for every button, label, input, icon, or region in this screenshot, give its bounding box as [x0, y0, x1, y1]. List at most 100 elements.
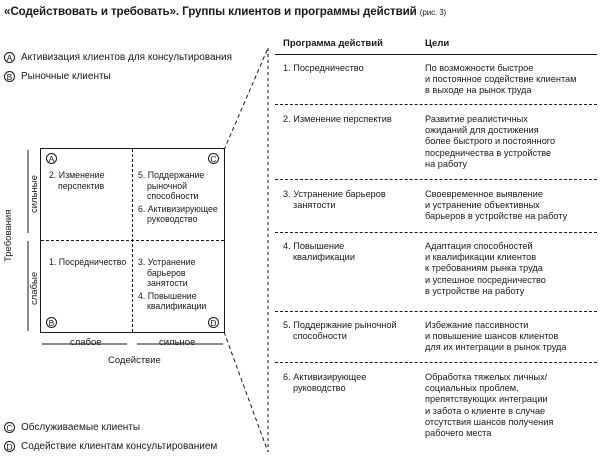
- x-axis-high: сильное: [159, 337, 196, 348]
- table-header-rule: [275, 54, 597, 55]
- legend-text-d: Содействие клиентам консультированием: [21, 441, 218, 452]
- row-divider: [275, 104, 597, 105]
- quadrant-c-line: 5. Поддержание: [138, 170, 205, 180]
- row-6-program-line: руководство: [293, 383, 346, 394]
- legend-item-d: D Содействие клиентам консультированием: [4, 441, 217, 452]
- x-axis-label: Содействие: [108, 355, 161, 366]
- row-3-program-line: 3. Устранение барьеров: [283, 189, 386, 199]
- row-divider: [275, 232, 597, 233]
- figure-title: «Содействовать и требовать». Группы клие…: [4, 5, 446, 18]
- row-5-program: 5. Поддержание рыночной способности: [283, 320, 397, 342]
- row-1-goals-line: и постоянное содействие клиентам: [425, 74, 577, 85]
- quadrant-d-line: 4. Повышение: [138, 290, 197, 301]
- row-divider: [275, 362, 597, 363]
- connector-bottom: [223, 331, 269, 453]
- row-divider: [275, 179, 597, 180]
- y-axis-label: Требования: [3, 209, 14, 262]
- row-5-program-line: способности: [293, 331, 347, 342]
- y-axis-low: слабые: [29, 271, 40, 305]
- row-6-goals-line: социальных проблем,: [425, 383, 519, 394]
- row-2-program: 2. Изменение перспектив: [283, 114, 392, 125]
- table-header-goals: Цели: [425, 38, 450, 49]
- x-axis-low: слабое: [70, 337, 102, 348]
- row-3-goals-line: и устранение объективных: [425, 200, 540, 211]
- row-3-program-line: занятости: [293, 200, 336, 211]
- row-4-goals-line: и успешное посредничество: [425, 274, 546, 285]
- quadrant-c-line: способности: [147, 191, 199, 202]
- legend-item-c: C Обслуживаемые клиенты: [4, 422, 140, 433]
- row-1-goals: По возможности быстрое и постоянное соде…: [425, 63, 577, 97]
- row-3-goals-line: Своевременное выявление: [425, 189, 543, 199]
- row-3-goals: Своевременное выявление и устранение объ…: [425, 189, 567, 223]
- quadrant-a-line: перспектив: [58, 180, 105, 191]
- quadrant-c-text: 5. Поддержание рыночной способности 6. А…: [138, 170, 218, 225]
- row-2-goals-line: на работу: [425, 158, 468, 169]
- table-header-program: Программа действий: [283, 38, 383, 49]
- row-1-goals-line: в выходе на рынок труда: [425, 85, 532, 96]
- matrix-box: A 2. Изменение перспектив C 5. Поддержан…: [40, 148, 225, 333]
- quadrant-d-line: занятости: [147, 278, 188, 289]
- row-3-program: 3. Устранение барьеров занятости: [283, 189, 386, 211]
- legend-text-b: Рыночные клиенты: [21, 71, 111, 82]
- matrix-divider-horizontal: [41, 240, 224, 241]
- row-5-goals-line: для их интеграции в рынок труда: [425, 342, 567, 353]
- quadrant-d-line: барьеров: [147, 267, 186, 278]
- quadrant-b-line: 1. Посредничество: [49, 257, 127, 267]
- row-divider: [275, 311, 597, 312]
- row-2-goals: Развитие реалистичных ожиданий для дости…: [425, 114, 555, 170]
- row-5-goals: Избежание пассивности и повышение шансов…: [425, 320, 566, 354]
- legend-letter-b: B: [4, 71, 15, 82]
- row-2-goals-line: ожиданий для достижения: [425, 125, 539, 136]
- row-1-program-line: 1. Посредничество: [283, 63, 364, 73]
- row-4-program: 4. Повышение квалификации: [283, 241, 355, 263]
- quadrant-a-letter: A: [46, 153, 57, 164]
- quadrant-d-letter: D: [208, 317, 219, 328]
- quadrant-b-letter: B: [46, 317, 57, 328]
- quadrant-c-letter: C: [208, 153, 219, 164]
- row-6-goals-line: отсутствия шансов получения: [425, 416, 554, 427]
- row-3-goals-line: барьеров в устройстве на работу: [425, 211, 568, 222]
- legend-letter-c: C: [4, 422, 15, 433]
- figure-title-ref: (рис. 3): [419, 8, 447, 17]
- quadrant-d-line: квалификации: [147, 301, 207, 312]
- row-4-goals: Адаптация способностей и квалификации кл…: [425, 241, 546, 297]
- row-4-goals-line: и квалификации клиентов: [425, 252, 537, 263]
- row-5-goals-line: Избежание пассивности: [425, 320, 529, 330]
- legend-item-b: B Рыночные клиенты: [4, 71, 111, 82]
- quadrant-c-line: руководство: [147, 214, 198, 225]
- row-6-program-line: 6. Активизирующее: [283, 372, 367, 382]
- row-4-goals-line: к требованиям рынка труда: [425, 263, 543, 274]
- row-2-goals-line: посредничества в устройстве: [425, 147, 552, 158]
- row-2-goals-line: Развитие реалистичных: [425, 114, 528, 124]
- row-1-program: 1. Посредничество: [283, 63, 364, 74]
- row-6-goals-line: рабочего места: [425, 428, 492, 439]
- row-4-goals-line: в устройстве на работу: [425, 285, 525, 296]
- row-5-program-line: 5. Поддержание рыночной: [283, 320, 397, 330]
- row-4-program-line: квалификации: [293, 252, 355, 263]
- row-6-goals-line: препятствующих интеграции: [425, 394, 548, 405]
- legend-letter-d: D: [4, 441, 15, 452]
- figure-title-main: «Содействовать и требовать». Группы клие…: [4, 5, 417, 18]
- row-2-goals-line: более быстрого и постоянного: [425, 136, 556, 147]
- legend-text-a: Активизация клиентов для консультировани…: [21, 52, 233, 63]
- row-2-program-line: 2. Изменение перспектив: [283, 114, 392, 124]
- quadrant-b-text: 1. Посредничество: [49, 257, 126, 268]
- quadrant-a-text: 2. Изменение перспектив: [49, 170, 105, 191]
- legend-letter-a: A: [4, 52, 15, 63]
- legend-text-c: Обслуживаемые клиенты: [21, 422, 141, 433]
- row-6-goals: Обработка тяжелых личных/ социальных про…: [425, 372, 553, 439]
- quadrant-d-line: 3. Устранение: [138, 257, 196, 267]
- quadrant-c-line: 6. Активизирующее: [138, 203, 218, 214]
- quadrant-c-line: рыночной: [147, 180, 188, 191]
- y-axis-high: сильные: [29, 175, 40, 213]
- row-6-program: 6. Активизирующее руководство: [283, 372, 366, 394]
- legend-item-a: A Активизация клиентов для консультирова…: [4, 52, 232, 63]
- quadrant-d-text: 3. Устранение барьеров занятости 4. Повы…: [138, 257, 206, 312]
- row-6-goals-line: и забота о клиенте в случае: [425, 405, 546, 416]
- row-1-goals-line: По возможности быстрое: [425, 63, 534, 73]
- programs-table: Программа действий Цели 1. Посредничеств…: [275, 34, 597, 459]
- row-4-program-line: 4. Повышение: [283, 241, 345, 251]
- connector-top: [223, 47, 269, 151]
- row-6-goals-line: Обработка тяжелых личных/: [425, 372, 548, 382]
